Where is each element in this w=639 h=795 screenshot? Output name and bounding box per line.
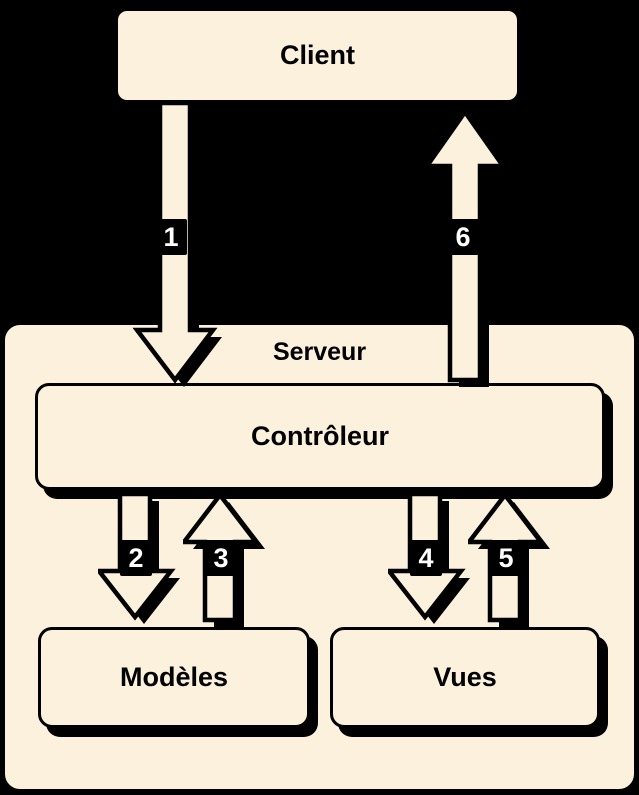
controleur-node: Contrôleur <box>35 383 605 490</box>
vues-node: Vues <box>330 627 600 728</box>
arrow-2-label: 2 <box>120 540 152 576</box>
arrow-6-label: 6 <box>447 219 479 255</box>
arrow-3-label: 3 <box>205 540 237 576</box>
vues-label: Vues <box>433 662 497 692</box>
arrow-4-label: 4 <box>410 540 442 576</box>
arrow-5-up-icon <box>468 492 550 627</box>
arrow-5-label: 5 <box>490 540 522 576</box>
modeles-node: Modèles <box>38 627 310 728</box>
arrow-1-label: 1 <box>155 219 187 255</box>
client-label: Client <box>279 40 355 70</box>
modeles-label: Modèles <box>119 662 229 692</box>
controleur-label: Contrôleur <box>251 421 389 451</box>
serveur-label: Serveur <box>272 338 367 366</box>
arrow-3-up-icon <box>183 492 265 627</box>
client-node: Client <box>115 8 520 103</box>
